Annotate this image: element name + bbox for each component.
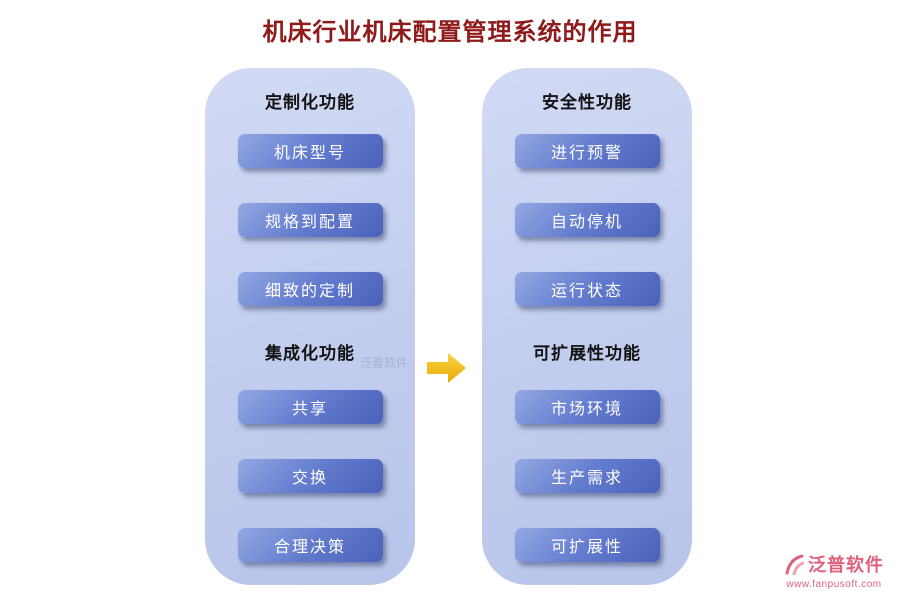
section-header-integration: 集成化功能 xyxy=(265,344,355,363)
panel-left: 定制化功能 机床型号 规格到配置 细致的定制 集成化功能 共享 交换 合理决策 xyxy=(205,68,415,585)
panel-right: 安全性功能 进行预警 自动停机 运行状态 可扩展性功能 市场环境 生产需求 可扩… xyxy=(482,68,692,585)
watermark-text: 泛普软件 xyxy=(360,356,409,370)
feature-button[interactable]: 细致的定制 xyxy=(237,272,383,306)
feature-button[interactable]: 共享 xyxy=(237,390,383,424)
feature-button[interactable]: 生产需求 xyxy=(514,459,660,493)
logo-url: www.fanpusoft.com xyxy=(786,579,882,590)
feature-button[interactable]: 自动停机 xyxy=(514,203,660,237)
page-title: 机床行业机床配置管理系统的作用 xyxy=(262,20,638,46)
feature-button[interactable]: 进行预警 xyxy=(514,134,660,168)
feature-button[interactable]: 运行状态 xyxy=(514,272,660,306)
feature-button[interactable]: 规格到配置 xyxy=(237,203,383,237)
section-header-scalability: 可扩展性功能 xyxy=(533,344,641,363)
logo: 泛普软件 www.fanpusoft.com xyxy=(784,551,884,590)
feature-button[interactable]: 机床型号 xyxy=(237,134,383,168)
arrow-right-icon xyxy=(427,353,466,383)
section-header-customization: 定制化功能 xyxy=(265,93,355,112)
logo-icon xyxy=(785,554,804,575)
feature-button[interactable]: 市场环境 xyxy=(514,390,660,424)
feature-button[interactable]: 合理决策 xyxy=(237,528,383,562)
logo-name: 泛普软件 xyxy=(808,555,884,575)
feature-button[interactable]: 交换 xyxy=(237,459,383,493)
section-header-security: 安全性功能 xyxy=(542,93,632,112)
feature-button[interactable]: 可扩展性 xyxy=(514,528,660,562)
